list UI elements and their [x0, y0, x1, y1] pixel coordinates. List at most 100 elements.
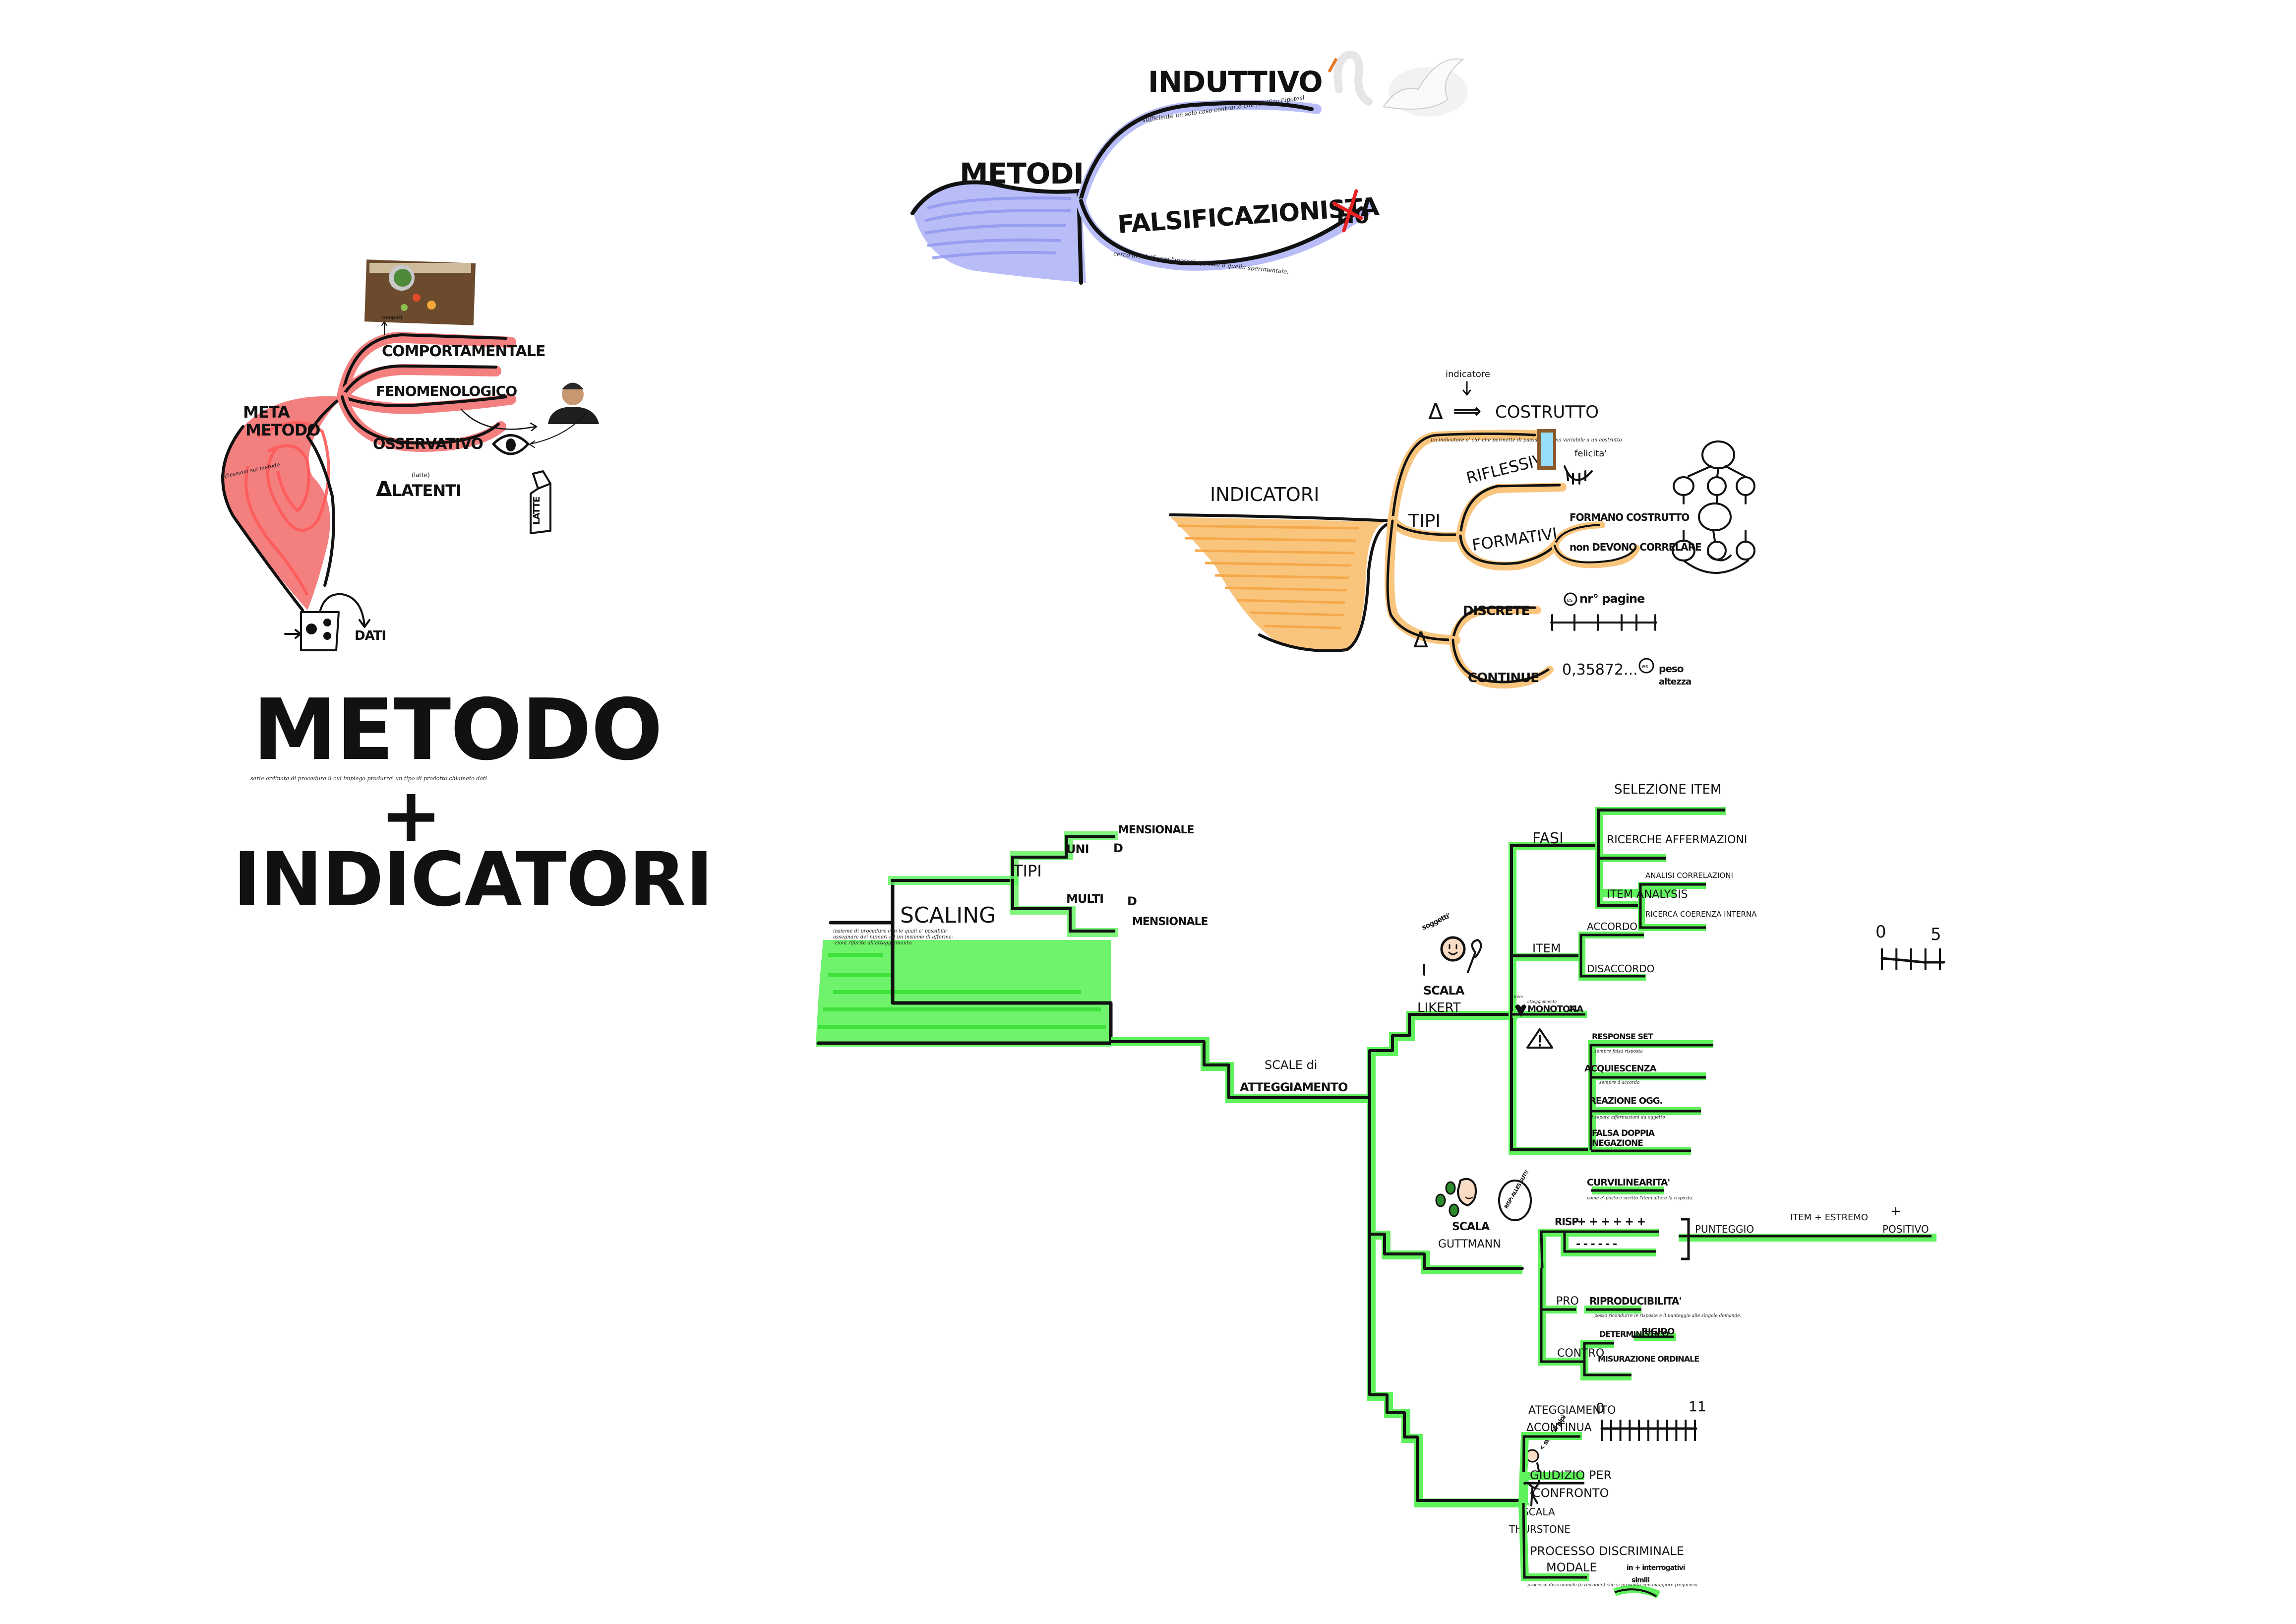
item-accordo[interactable]: ACCORDO — [1587, 921, 1637, 933]
branch-induttivo-line[interactable] — [1079, 101, 1314, 200]
unidimensionale-label[interactable]: MENSIONALE — [1118, 824, 1195, 836]
metodi-title: METODI — [960, 157, 1084, 190]
fasi-label: FASI — [1532, 830, 1564, 847]
discrete-es-text: es — [1567, 597, 1573, 603]
meta-metodo-root-outline — [221, 395, 344, 612]
likert-scale-axis — [1880, 957, 1945, 964]
monotona-label[interactable]: MONOTONA — [1527, 1004, 1584, 1014]
guttman-riproducibilita[interactable]: RIPRODUCIBILITA' — [1589, 1295, 1682, 1307]
warning-acquiescenza[interactable]: ACQUIESCENZA — [1584, 1063, 1657, 1074]
atteggiamento-trunk[interactable] — [1350, 1013, 1524, 1502]
branch-falsificazionista-line[interactable] — [1079, 199, 1363, 265]
thurstone-name-line1: SCALA — [1522, 1506, 1555, 1518]
dati-label: DATI — [355, 628, 386, 643]
metodo-big-title: METODO — [253, 681, 662, 779]
input-arrow-icon — [284, 629, 302, 639]
discrete-label[interactable]: DISCRETE — [1463, 604, 1530, 619]
likert-character-label: soggetti' — [1421, 912, 1451, 932]
branch-fenomenologico-label[interactable]: FENOMENOLOGICO — [376, 383, 517, 399]
likert-scale-max: 5 — [1931, 925, 1941, 944]
continue-es-text: es — [1642, 663, 1648, 670]
warning-curvilinearita[interactable]: CURVILINEARITA' — [1587, 1177, 1670, 1188]
person-to-eye-arrow-icon — [529, 414, 586, 448]
warning-curvilinearita-note: come e' posto e scritto l'item altera la… — [1587, 1196, 1693, 1201]
warning-reazione-ogg-note: si separa affermazioni da oggetto — [1589, 1115, 1665, 1120]
guttman-risp-dashes: - - - - - - — [1576, 1238, 1617, 1250]
sad-face-icon: :( — [1567, 1004, 1579, 1012]
warning-response-set-note: sempre falsa risposta — [1594, 1049, 1643, 1054]
discrete-number-line — [1550, 614, 1657, 631]
discrete-continue-delta: Δ — [1413, 627, 1428, 653]
guttman-character-icon — [1435, 1178, 1477, 1217]
multidimensionale-prefix: MULTI — [1066, 892, 1103, 906]
thurstone-0-11-scale: 0 11 — [1596, 1398, 1706, 1441]
warning-response-set[interactable]: RESPONSE SET — [1592, 1032, 1654, 1041]
thurstone-item1-line1[interactable]: ATEGGIAMENTO — [1528, 1404, 1616, 1417]
branch-latenti-label[interactable]: LATENTI — [392, 481, 462, 500]
unidimensionale-prefix: UNI — [1066, 842, 1089, 856]
non-devono-correlare-label: non DEVONO CORRELARE — [1570, 541, 1701, 553]
thurstone-item2-line2[interactable]: CONFRONTO — [1532, 1486, 1609, 1500]
branch-comportamentale-label[interactable]: COMPORTAMENTALE — [382, 343, 545, 360]
indicatori-root-outline — [1169, 513, 1392, 652]
thurstone-branches — [1518, 1432, 1661, 1599]
latenti-delta: Δ — [376, 477, 392, 501]
person-photo — [545, 375, 600, 424]
heart-icon — [1515, 1004, 1526, 1017]
swan-image — [1328, 50, 1468, 117]
scaling-cluster: SCALING insieme di procedure con le qual… — [816, 782, 1945, 1599]
discrete-es-marker — [1564, 592, 1577, 606]
metodo-definition: serie ordinata di procedure il cui impie… — [250, 775, 487, 782]
scaling-definition-line3: -zioni riferite all'atteggiamento — [833, 940, 911, 946]
costrutto-arrow-icon: ⟹ — [1453, 400, 1481, 423]
item-disaccordo[interactable]: DISACCORDO — [1587, 963, 1654, 975]
warning-reazione-ogg[interactable]: REAZIONE OGG. — [1589, 1096, 1663, 1106]
thurstone-scale-max: 11 — [1689, 1398, 1706, 1415]
fase-ricerche-affermazioni[interactable]: RICERCHE AFFERMAZIONI — [1607, 834, 1747, 846]
continue-label[interactable]: CONTINUE — [1468, 671, 1539, 686]
guttman-name-line2: GUTTMANN — [1438, 1238, 1501, 1250]
warning-falsa-doppia-negazione-line2[interactable]: NEGAZIONE — [1592, 1138, 1643, 1148]
branch-induttivo-label[interactable]: INDUTTIVO — [1148, 65, 1323, 99]
thurstone-item3-line2[interactable]: MODALE — [1546, 1561, 1597, 1574]
guttman-deterministico[interactable]: DETERMINISTICO — [1599, 1329, 1669, 1339]
smile-icon — [1564, 465, 1593, 485]
thurstone-item1-line2[interactable]: ΔCONTINUA — [1526, 1422, 1592, 1434]
formano-costrutto-label: FORMANO COSTRUTTO — [1570, 511, 1689, 523]
continue-value: 0,35872... — [1562, 661, 1638, 679]
fase-selezione-item[interactable]: SELEZIONE ITEM — [1614, 782, 1721, 797]
thurstone-name-line2: THURSTONE — [1509, 1523, 1571, 1535]
ricerca-coerenza-interna[interactable]: RICERCA COERENZA INTERNA — [1645, 910, 1757, 919]
fase-item-analysis[interactable]: ITEM ANALYSIS — [1607, 888, 1688, 901]
thurstone-item2-line1[interactable]: GIUDIZIO PER — [1530, 1468, 1612, 1482]
indicatore-pointer-arrow-icon — [1462, 381, 1471, 396]
scale-atteggiamento-line2: ATTEGGIAMENTO — [1240, 1080, 1348, 1094]
speech-bubble-text: RISP: ALLES GUT!! — [1504, 1170, 1530, 1210]
guttman-rigido[interactable]: RIGIDO — [1641, 1326, 1675, 1337]
likert-scale-min: 0 — [1875, 922, 1886, 942]
guttman-misurazione-ordinale[interactable]: MISURAZIONE ORDINALE — [1598, 1354, 1699, 1364]
output-arrow-icon — [319, 593, 370, 628]
scaling-tipi-label: TIPI — [1013, 862, 1042, 880]
unidimensionale-d: D — [1113, 841, 1123, 855]
costrutto-label: COSTRUTTO — [1495, 402, 1599, 422]
warning-falsa-doppia-negazione-line1[interactable]: FALSA DOPPIA — [1592, 1128, 1656, 1138]
likert-name-line2: LIKERT — [1417, 1000, 1461, 1015]
scaling-root-hatching — [818, 953, 1106, 1029]
meta-metodo-root-shape — [223, 396, 342, 610]
warning-acquiescenza-note: sempre d'accordo — [1599, 1080, 1640, 1085]
multidimensionale-label[interactable]: MENSIONALE — [1132, 916, 1208, 928]
tipi-label: TIPI — [1408, 511, 1441, 531]
likert-character-icon — [1423, 936, 1482, 976]
thurstone-item3-line1[interactable]: PROCESSO DISCRIMINALE — [1530, 1544, 1684, 1558]
atteggiamento-trunk-glow — [1354, 1011, 1522, 1507]
scale-atteggiamento-path[interactable] — [1109, 1040, 1353, 1099]
indicatori-root-hatching — [1177, 524, 1359, 629]
guttman-risp-pluses: + + + + + + — [1577, 1216, 1645, 1228]
eye-icon — [492, 434, 530, 455]
analisi-correlazioni[interactable]: ANALISI CORRELAZIONI — [1645, 871, 1733, 880]
branch-osservativo-label[interactable]: OSSERVATIVO — [373, 436, 483, 453]
reflective-model-diagram — [1673, 440, 1755, 504]
guttman-name-line1: SCALA — [1452, 1221, 1490, 1233]
